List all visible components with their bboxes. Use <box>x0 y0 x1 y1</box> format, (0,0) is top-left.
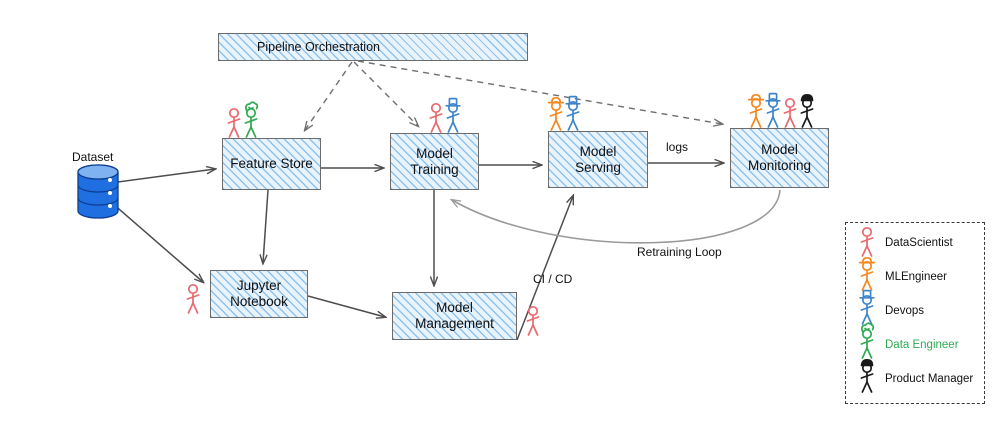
legend-label-data_engineer: Data Engineer <box>885 339 959 351</box>
edge-orchestration-to-model-monitoring <box>357 60 722 124</box>
node-feature-store[interactable]: Feature Store <box>222 138 321 190</box>
edge-label-logs: logs <box>666 140 689 154</box>
edge-retraining-loop <box>452 189 781 244</box>
edge-feature-store-to-jupyter <box>263 189 269 263</box>
edge-label-ci-cd: CI / CD <box>533 272 573 286</box>
edge-label-retraining-loop: Retraining Loop <box>637 245 722 259</box>
legend-label-devops: Devops <box>885 305 924 317</box>
edge-model-management-to-model-serving-cicd <box>516 196 573 341</box>
edge-jupyter-to-model-management <box>307 295 385 317</box>
legend-label-data_scientist: DataScientist <box>885 237 953 249</box>
node-pipeline-orchestration[interactable]: Pipeline Orchestration <box>218 33 528 61</box>
node-label: Feature Store <box>230 156 313 172</box>
dataset-icon <box>77 164 119 219</box>
edge-orchestration-to-feature-store <box>305 61 353 130</box>
dataset-label: Dataset <box>72 150 114 164</box>
edge-dataset-to-feature-store <box>117 169 215 183</box>
legend-label-product_manager: Product Manager <box>885 373 974 385</box>
edge-dataset-to-jupyter <box>111 202 203 282</box>
edge-orchestration-to-model-training <box>353 61 418 126</box>
legend-label-ml_engineer: MLEngineer <box>885 271 948 283</box>
node-label: Pipeline Orchestration <box>257 39 380 54</box>
